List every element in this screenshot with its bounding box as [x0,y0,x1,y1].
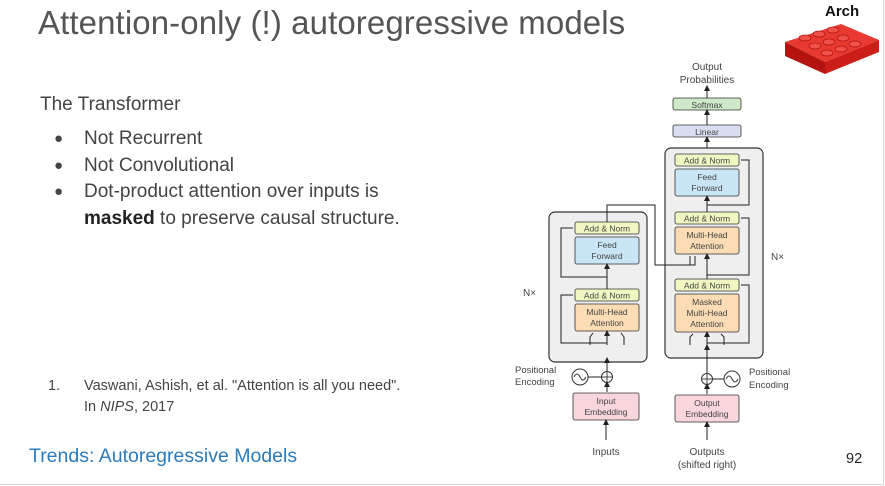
decoder-forward-label: Forward [691,183,722,193]
decoder-positional-label-1: Positional [749,367,790,378]
decoder-add-norm-3 [674,153,740,167]
outputs-label: Outputs [689,447,724,458]
bullet-text: Not Recurrent [84,128,203,149]
linear-label: Linear [695,127,719,137]
reference-venue: NIPS [100,399,134,415]
bullet-list: ● Not Recurrent ● Not Convolutional ● Do… [48,126,488,232]
encoder-attn-label-1: Multi-Head [586,307,627,317]
encoder-positional-label-2: Encoding [515,377,555,388]
bullet-dot: ● [54,183,64,200]
reference-line-2: In NIPS, 2017 [84,397,400,418]
decoder-nx-label: N× [771,252,784,263]
encoder-forward-label: Forward [591,251,622,261]
encoder-add-norm-2-label: Add & Norm [584,224,630,234]
subtitle: The Transformer [40,94,181,115]
decoder-cross-attn-label-1: Multi-Head [686,230,727,240]
decoder-masked-label-3: Attention [690,319,724,329]
reference-suffix: , 2017 [133,399,175,415]
encoder-feed-label: Feed [597,240,617,250]
decoder-positional-label-2: Encoding [749,380,789,391]
decoder-add-norm-1-label: Add & Norm [684,281,730,291]
input-embedding-label-2: Embedding [584,407,627,417]
decoder-feed-label: Feed [697,172,717,182]
bullet-item: ● Not Recurrent [48,126,488,153]
bullet-item: ● Dot-product attention over inputs is m… [48,179,488,232]
output-embedding-label-1: Output [694,398,720,408]
shifted-right-label: (shifted right) [678,460,736,471]
decoder-masked-label-2: Multi-Head [686,308,727,318]
input-embedding-label-1: Input [597,396,617,406]
bullet-text: Dot-product attention over inputs is [84,181,379,202]
transformer-diagram: Output Probabilities Softmax Linear N× A… [515,62,790,471]
bullet-bold-text: masked [84,207,155,229]
lego-brick-icon [785,24,879,74]
encoder-add-norm-1-label: Add & Norm [584,291,630,301]
encoder-block [548,211,648,363]
output-embedding-label-2: Embedding [685,409,728,419]
encoder-nx-label: N× [523,288,536,299]
bullet-text: Not Convolutional [84,154,234,176]
output-probabilities-label-2: Probabilities [680,75,734,86]
bullet-rest-text: to preserve causal structure. [154,207,400,229]
decoder-add-norm-3-label: Add & Norm [684,156,730,166]
bullet-item: ● Not Convolutional [48,153,488,180]
softmax-label: Softmax [691,100,723,110]
decoder-add-norm-2-label: Add & Norm [684,214,730,224]
reference-body: Vaswani, Ashish, et al. "Attention is al… [84,376,400,418]
arch-badge: Arch [825,3,860,20]
inputs-label: Inputs [592,447,619,458]
reference-prefix: In [84,399,101,415]
decoder-masked-label-1: Masked [692,297,722,307]
slide-title: Attention-only (!) autoregressive models [38,4,626,41]
encoder-attn-label-2: Attention [590,318,624,328]
reference-number: 1. [48,378,61,394]
bullet-dot: ● [54,130,64,147]
decoder-cross-attn-label-2: Attention [690,241,724,251]
footer-link[interactable]: Trends: Autoregressive Models [29,445,298,467]
output-probabilities-label-1: Output [692,62,722,73]
bullet-dot: ● [54,156,64,174]
encoder-positional-label-1: Positional [515,365,556,376]
reference-line-1: Vaswani, Ashish, et al. "Attention is al… [84,378,401,394]
page-number: 92 [846,451,863,467]
